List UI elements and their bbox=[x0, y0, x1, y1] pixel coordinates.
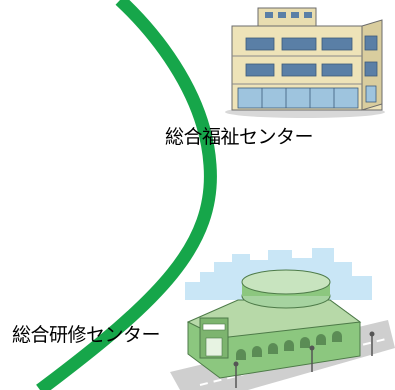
welfare-center-label: 総合福祉センター bbox=[165, 126, 314, 148]
training-center-label: 総合研修センター bbox=[12, 324, 161, 346]
training-center-building-icon bbox=[170, 248, 395, 390]
green-route-line bbox=[36, 0, 217, 390]
welfare-center-building-icon bbox=[225, 7, 385, 118]
